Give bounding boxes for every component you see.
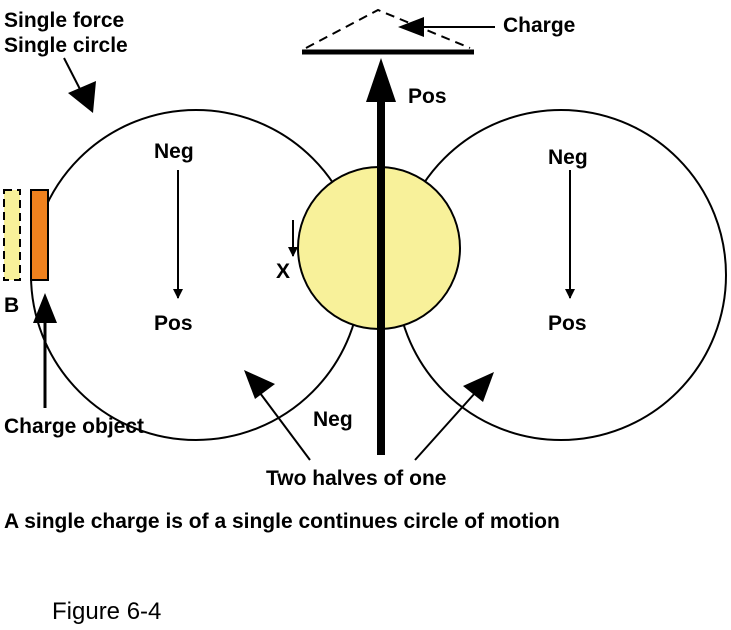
vertical-arrow-head — [366, 58, 396, 102]
statement-text: A single charge is of a single continues… — [4, 510, 560, 533]
left-pos-label: Pos — [154, 312, 193, 335]
charge-object-pointer-head — [33, 293, 57, 323]
single-force-label: Single force — [4, 9, 124, 32]
x-label: X — [276, 260, 290, 283]
right-pos-label: Pos — [548, 312, 587, 335]
charge-pointer-head — [398, 17, 424, 37]
left-neg-label: Neg — [154, 140, 194, 163]
charge-object — [30, 189, 49, 281]
single-circle-label: Single circle — [4, 34, 128, 57]
ghost-charge-object — [3, 189, 21, 281]
charge-label: Charge — [503, 14, 575, 37]
right-neg-label: Neg — [548, 146, 588, 169]
pos-top-label: Pos — [408, 85, 447, 108]
halves-left-pointer-head — [244, 370, 275, 399]
bottom-neg-label: Neg — [313, 408, 353, 431]
halves-right-pointer-head — [463, 372, 494, 402]
halves-right-pointer-shaft — [414, 392, 476, 461]
halves-left-pointer-shaft — [259, 392, 311, 461]
charge-object-label: Charge object — [4, 415, 144, 438]
charge-dashed-outline — [305, 8, 471, 49]
b-label: B — [4, 294, 19, 317]
single-circle-pointer-head — [68, 81, 96, 113]
two-halves-label: Two halves of one — [266, 467, 446, 490]
figure-caption: Figure 6-4 — [52, 598, 161, 625]
